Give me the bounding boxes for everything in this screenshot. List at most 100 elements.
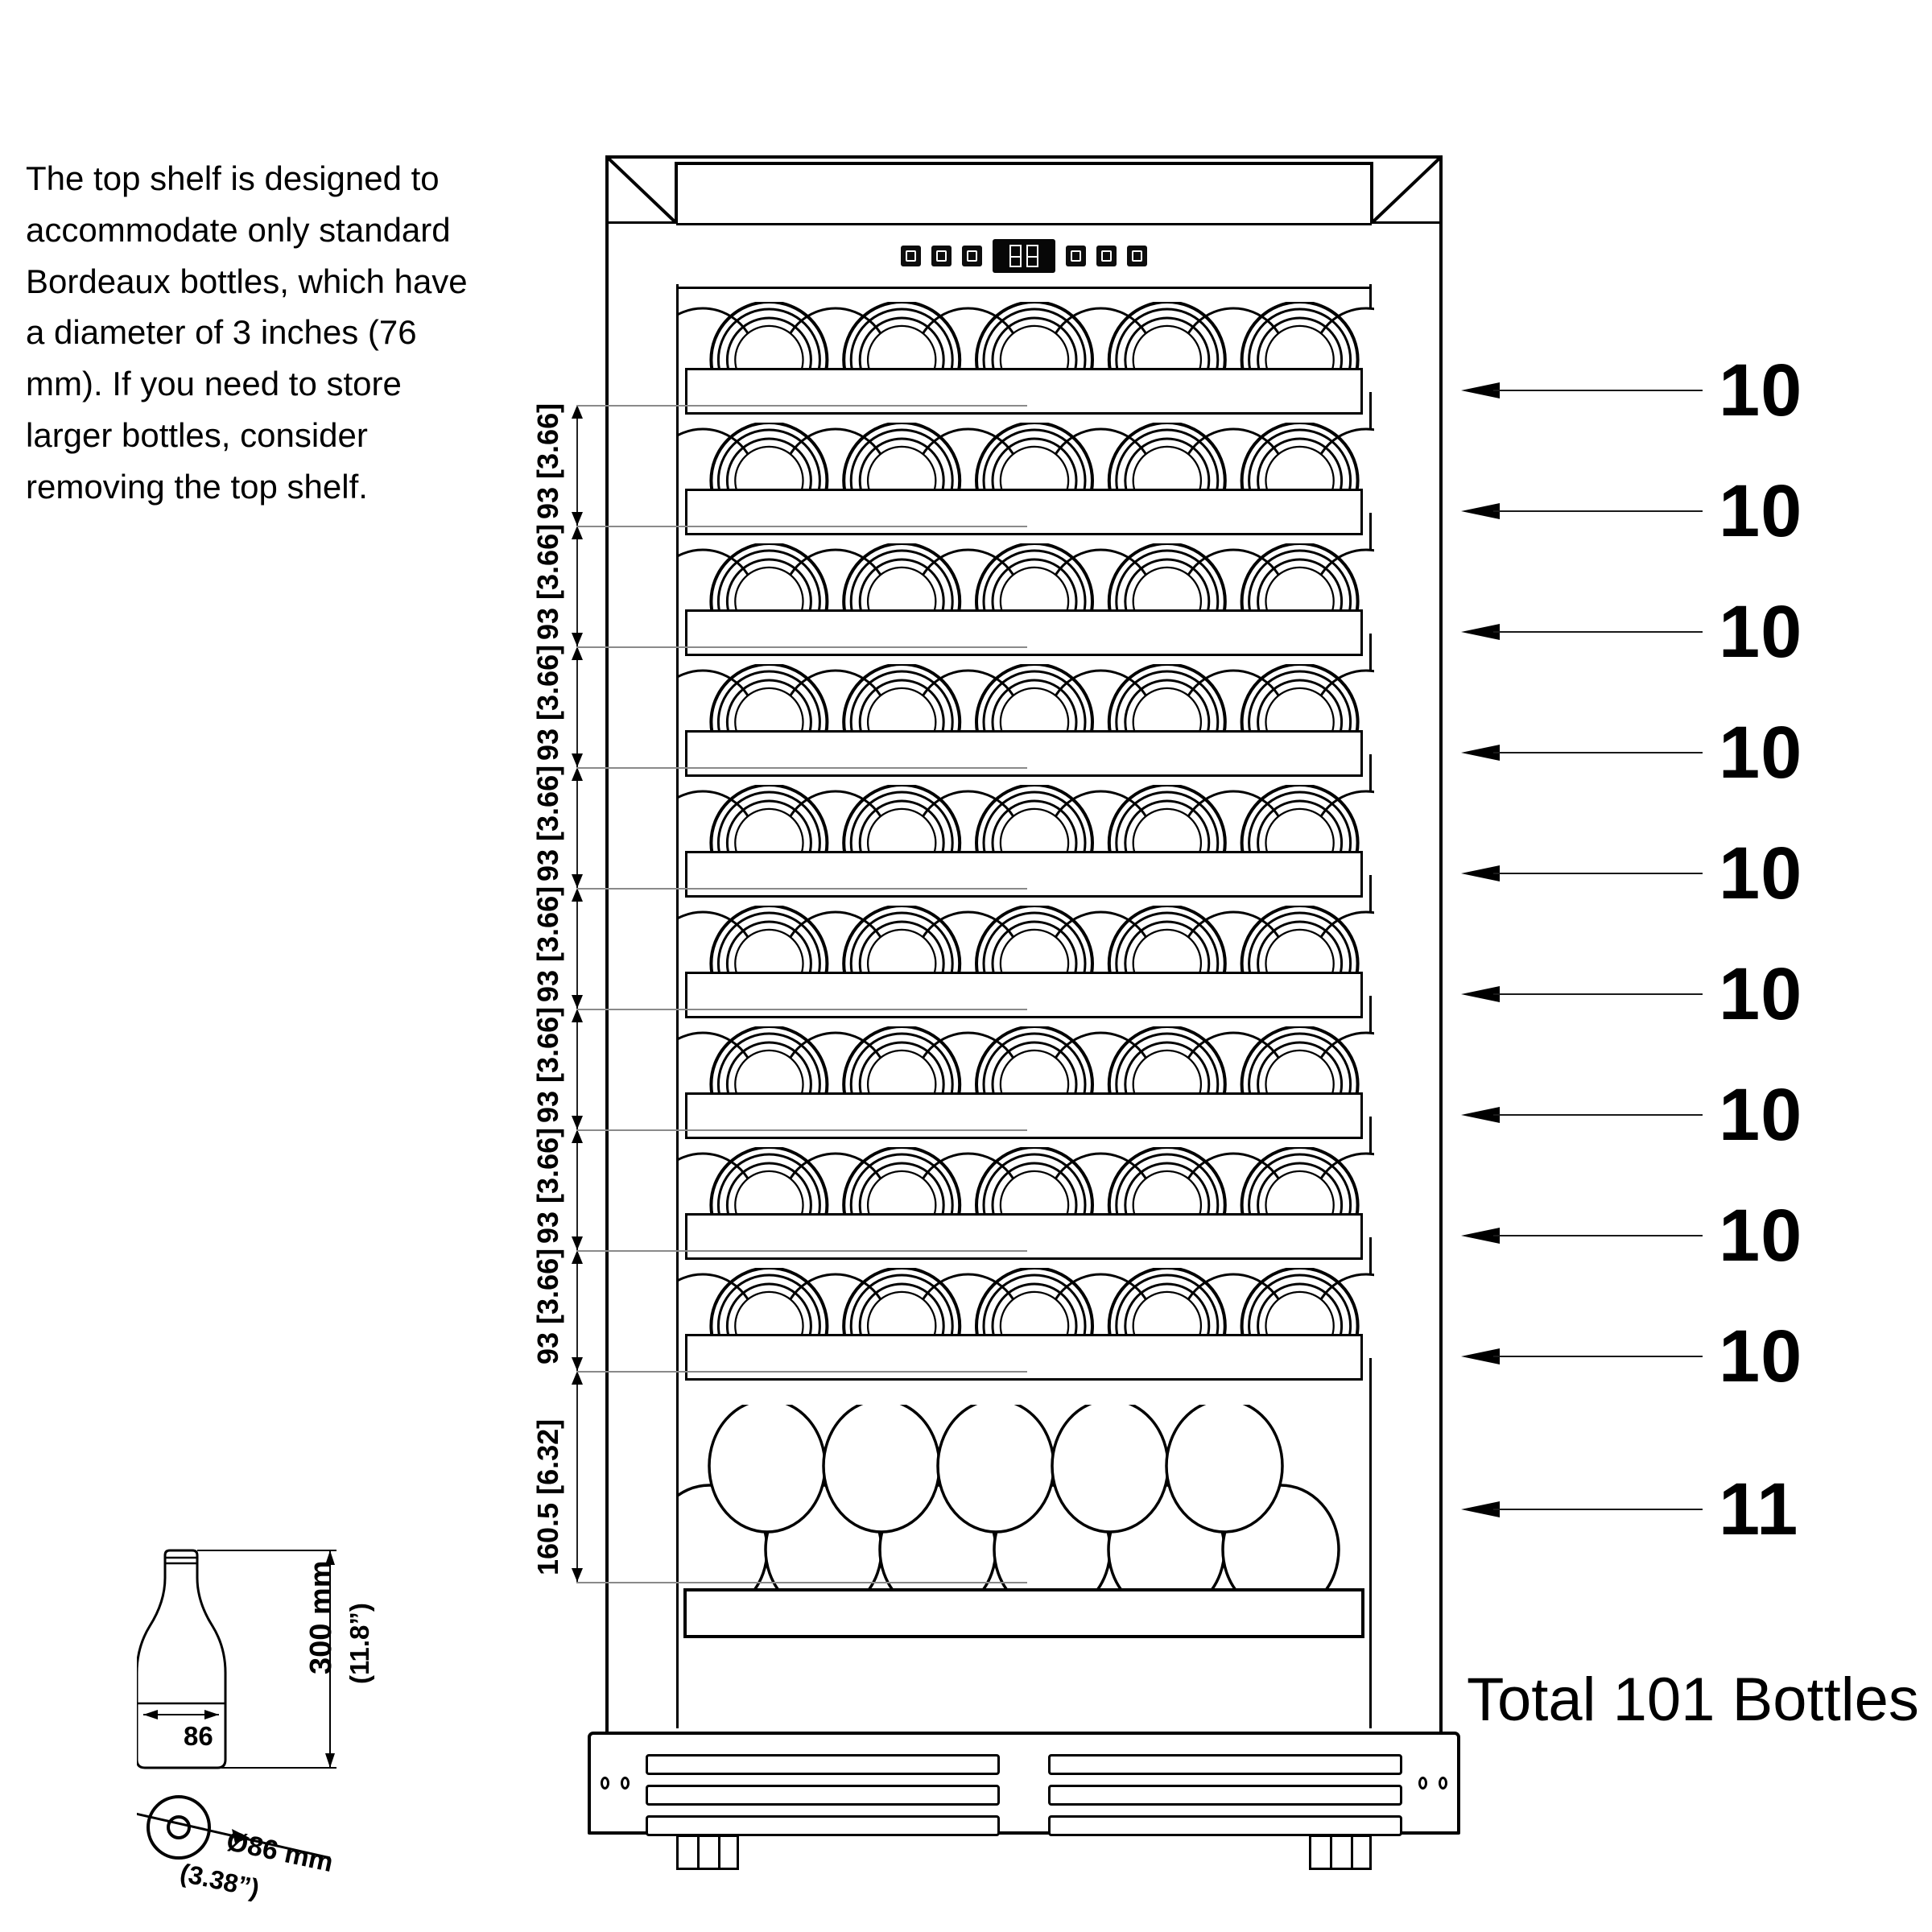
shelf-rail[interactable] <box>685 851 1363 898</box>
bottle-end-front-icon <box>1107 1026 1227 1139</box>
large-bottle-icon <box>936 1398 1055 1534</box>
extension-line <box>576 646 1027 648</box>
bottle-end-front-icon <box>975 302 1094 415</box>
shelf-row <box>679 785 1374 898</box>
shelf-count-label: 10 <box>1719 832 1803 914</box>
bottom-shelf-rail[interactable] <box>683 1588 1364 1638</box>
vent-slot <box>646 1785 1000 1806</box>
bottle-height-inch-label: (11.8”) <box>345 1603 374 1684</box>
control-panel-strip <box>676 223 1372 289</box>
dimension-arrow-icon <box>572 1129 583 1143</box>
dimension-arrow-icon <box>572 1116 583 1129</box>
shelf-count-label: 10 <box>1719 1315 1803 1397</box>
bottle-end-front-icon <box>842 1026 962 1139</box>
shelf-count-label: 10 <box>1719 591 1803 673</box>
dimension-line <box>576 888 578 1009</box>
large-bottle-icon <box>1165 1398 1284 1534</box>
dimension-arrow-icon <box>572 995 583 1009</box>
callout-arrow-icon <box>1461 624 1500 640</box>
bottom-bay <box>650 1398 1374 1638</box>
shelf-rail[interactable] <box>685 972 1363 1018</box>
total-bottles-label: Total 101 Bottles <box>1467 1666 1919 1734</box>
bottle-end-front-icon <box>1240 664 1360 777</box>
shelf-row <box>679 543 1374 656</box>
dimension-line <box>576 405 578 526</box>
bottle-end-front-icon <box>842 906 962 1018</box>
shelf-rail[interactable] <box>685 489 1363 535</box>
extension-line <box>576 767 1027 769</box>
mode-button[interactable] <box>962 246 982 266</box>
grille-hole-icon <box>1418 1777 1427 1790</box>
shelf-row <box>679 906 1374 1018</box>
callout-leader-line <box>1493 1114 1703 1116</box>
callout-arrow-icon <box>1461 1348 1500 1364</box>
shelf-rail[interactable] <box>685 368 1363 415</box>
bottle-end-front-icon <box>709 664 829 777</box>
dimension-arrow-icon <box>572 1371 583 1385</box>
bottle-end-front-icon <box>842 1268 962 1381</box>
extension-line <box>576 888 1027 890</box>
shelf-rail[interactable] <box>685 609 1363 656</box>
bottle-dimension-drawing: 300 mm (11.8”) 86 Ø86 mm (3.38”) <box>131 1513 475 1903</box>
bottle-end-front-icon <box>842 423 962 535</box>
bottle-end-front-icon <box>709 423 829 535</box>
bottle-height-mm-label: 300 mm <box>304 1560 338 1674</box>
large-bottle-icon <box>1051 1398 1170 1534</box>
set-button[interactable] <box>1066 246 1086 266</box>
vent-slot <box>1048 1815 1402 1836</box>
bottle-end-front-icon <box>1240 785 1360 898</box>
down-button[interactable] <box>1127 246 1147 266</box>
shelf-count-label: 10 <box>1719 712 1803 794</box>
shelf-row <box>679 1268 1374 1381</box>
callout-arrow-icon <box>1461 865 1500 881</box>
bottle-end-front-icon <box>709 1026 829 1139</box>
bottle-end-front-icon <box>975 664 1094 777</box>
cabinet-interior <box>650 284 1374 1728</box>
power-button[interactable] <box>901 246 921 266</box>
shelf-rail[interactable] <box>685 1334 1363 1381</box>
shelf-count-label: 11 <box>1719 1468 1799 1550</box>
callout-leader-line <box>1493 752 1703 753</box>
bottle-end-front-icon <box>1240 1268 1360 1381</box>
dimension-label: 93 [3.66] <box>531 523 564 640</box>
shelf-rail[interactable] <box>685 1213 1363 1260</box>
light-button[interactable] <box>931 246 952 266</box>
callout-leader-line <box>1493 873 1703 874</box>
bottle-end-front-icon <box>975 423 1094 535</box>
top-shelf-note: The top shelf is designed to accommodate… <box>26 159 477 506</box>
bottle-end-front-icon <box>709 1147 829 1260</box>
bottle-end-front-icon <box>709 906 829 1018</box>
callout-leader-line <box>1493 510 1703 512</box>
vent-slot <box>646 1754 1000 1775</box>
grille-hole-icon <box>621 1777 630 1790</box>
dimension-arrow-icon <box>572 646 583 660</box>
bottle-end-front-icon <box>1240 423 1360 535</box>
cabinet-foot <box>1309 1835 1372 1870</box>
dimension-line <box>576 1129 578 1250</box>
dimension-arrow-icon <box>572 1236 583 1250</box>
bottle-end-front-icon <box>842 543 962 656</box>
shelf-row <box>679 423 1374 535</box>
dimension-arrow-icon <box>572 633 583 646</box>
shelf-rail[interactable] <box>685 1092 1363 1139</box>
up-button[interactable] <box>1096 246 1117 266</box>
control-panel[interactable] <box>901 239 1147 273</box>
bottle-end-front-icon <box>709 543 829 656</box>
bottle-end-front-icon <box>1107 302 1227 415</box>
callout-arrow-icon <box>1461 503 1500 519</box>
large-bottle-icon <box>822 1398 941 1534</box>
dimension-label: 93 [3.66] <box>531 765 564 881</box>
shelf-rail[interactable] <box>685 730 1363 777</box>
dimension-line <box>576 646 578 767</box>
extension-line <box>576 526 1027 527</box>
bottle-end-front-icon <box>1107 1268 1227 1381</box>
shelf-count-label: 10 <box>1719 1074 1803 1156</box>
bottle-end-front-icon <box>975 906 1094 1018</box>
temperature-display <box>993 239 1055 273</box>
bottle-outline-icon <box>131 1549 336 1860</box>
bottle-end-front-icon <box>975 1268 1094 1381</box>
callout-arrow-icon <box>1461 745 1500 761</box>
grille-hole-icon <box>1439 1777 1447 1790</box>
shelf-row <box>679 302 1374 415</box>
dimension-arrow-icon <box>572 512 583 526</box>
